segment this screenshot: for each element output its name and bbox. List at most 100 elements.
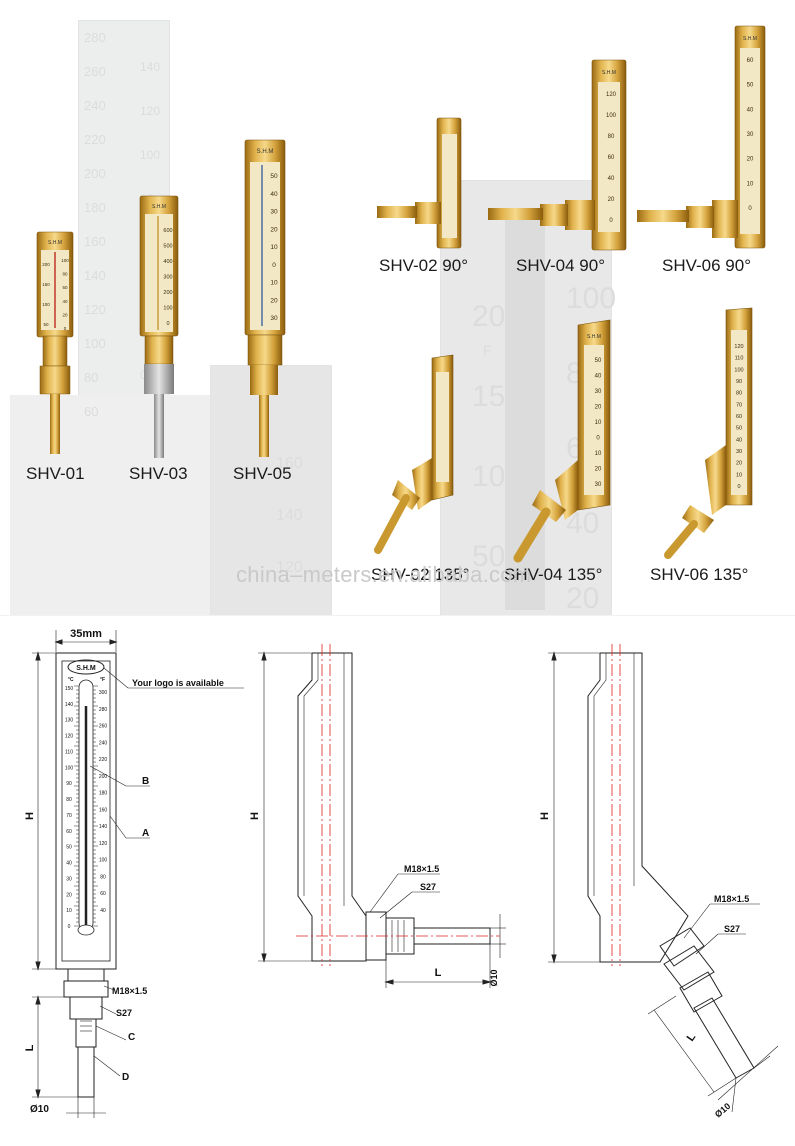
- side-view-135-centerlines: [611, 644, 621, 966]
- scale-label: 30: [747, 132, 754, 138]
- logo-note: Your logo is available: [132, 678, 224, 688]
- scale-label: 20: [736, 461, 742, 467]
- scale-label: 0: [737, 484, 740, 490]
- unit-fahrenheit: °F: [100, 677, 105, 683]
- thermometer-shv03: [139, 195, 179, 458]
- ghost-scale-label: 140: [140, 60, 161, 74]
- scale-label: 150: [42, 282, 50, 287]
- badge-shv04: S.H.M: [602, 70, 616, 76]
- scale-label: 200: [42, 262, 50, 267]
- ghost-scale-label: 150: [472, 380, 523, 413]
- scale-label: 50: [270, 173, 278, 180]
- callout-d: D: [122, 1072, 129, 1083]
- front-scale-label: 50: [66, 845, 72, 851]
- scale-label: 80: [608, 134, 615, 140]
- thermometer-shv04-135: [513, 319, 611, 563]
- scale-label: 10: [270, 244, 278, 251]
- scale-label: 120: [606, 92, 617, 98]
- scale-label: 110: [735, 356, 744, 362]
- height-label-front: H: [24, 812, 36, 820]
- caption-shv03: SHV-03: [129, 464, 188, 483]
- unit-celsius: °C: [68, 677, 74, 683]
- hex-label-front: S27: [116, 1008, 132, 1018]
- ghost-thermometer-mid: [210, 365, 332, 615]
- length-label-front: L: [24, 1044, 36, 1051]
- front-scale-label: 80: [66, 797, 72, 803]
- caption-shv06-90: SHV-06 90°: [662, 256, 752, 275]
- thread-label-90: M18×1.5: [404, 864, 439, 874]
- section-divider: [0, 615, 795, 616]
- ghost-scale-label: 120: [140, 104, 161, 118]
- scale-label: 40: [595, 374, 602, 380]
- scale-label: 50: [595, 358, 602, 364]
- thread-label-front: M18×1.5: [112, 986, 147, 996]
- front-scale-label: 240: [99, 740, 108, 746]
- scale-label: 100: [606, 113, 617, 119]
- front-scale-label: 120: [99, 841, 108, 847]
- diameter-label-front: Ø10: [30, 1104, 49, 1115]
- front-scale-label: 10: [66, 908, 72, 914]
- width-dimension-label: 35mm: [70, 628, 102, 640]
- thermometer-shv04-90: [488, 59, 627, 251]
- thermometer-shv05: [244, 139, 286, 457]
- ghost-scale-label: 100: [140, 148, 161, 162]
- scale-label: 40: [736, 437, 742, 443]
- ghost-scale-label: 280: [84, 30, 106, 45]
- hex-label-90: S27: [420, 882, 436, 892]
- side-view-135: [548, 651, 779, 1113]
- ghost-scale-label: 120: [84, 302, 106, 317]
- scale-label: 20: [747, 157, 754, 163]
- technical-drawing: 1501401301201101009080706050403020100300…: [24, 628, 779, 1120]
- scale-label: 50: [43, 322, 49, 327]
- scale-label: 60: [736, 414, 742, 420]
- ghost-scale-label: 60: [84, 404, 99, 419]
- thermometer-shv02-90: [377, 117, 462, 249]
- front-scale-label: 180: [99, 791, 108, 797]
- length-label-90: L: [435, 967, 442, 979]
- scale-label: 0: [609, 218, 613, 224]
- front-scale-label: 110: [65, 749, 73, 755]
- scale-label: 30: [595, 389, 602, 395]
- front-scale-label: 140: [65, 702, 74, 708]
- front-scale-label: 40: [66, 861, 72, 867]
- product-thermometers: S.H.M S.H.M S.H.M S.H.M S.H.M S.H.M 2001…: [36, 25, 766, 563]
- callout-c: C: [128, 1032, 135, 1043]
- caption-shv04-135: SHV-04 135°: [504, 565, 603, 584]
- scale-label: 600: [163, 228, 172, 234]
- scale-label: 100: [163, 306, 172, 312]
- scale-label: 0: [748, 206, 752, 212]
- front-scale-label: 200: [99, 774, 108, 780]
- badge-shv06: S.H.M: [743, 36, 757, 42]
- ghost-scale-label: 180: [84, 200, 106, 215]
- watermark: china–meters.en.alibaba.com: [236, 562, 532, 587]
- scale-label: 30: [270, 209, 278, 216]
- front-scale-label: 260: [99, 724, 108, 730]
- front-scale-label: 120: [65, 734, 74, 740]
- thermometer-shv01: [36, 231, 74, 454]
- scale-label: 0: [64, 326, 67, 331]
- product-scales: 2001501005010080604020060050040030020010…: [42, 58, 754, 490]
- scale-label: 20: [270, 226, 278, 233]
- ghost-scale-label: 100: [472, 460, 523, 493]
- front-scale-label: 20: [66, 892, 72, 898]
- scale-label: 100: [61, 258, 69, 263]
- front-scale-label: 30: [66, 876, 72, 882]
- front-scale-label: 60: [100, 891, 106, 897]
- ghost-scale-label: 100: [566, 282, 617, 315]
- caption-shv02-90: SHV-02 90°: [379, 256, 469, 275]
- scale-label: 20: [595, 467, 602, 473]
- front-scale-label: 100: [99, 858, 108, 864]
- side-view-90-centerlines: [296, 644, 500, 966]
- ghost-scale-label: 200: [84, 166, 106, 181]
- height-label-135: H: [539, 812, 551, 820]
- caption-shv06-135: SHV-06 135°: [650, 565, 749, 584]
- scale-label: 80: [736, 391, 742, 397]
- ghost-scale-label: 20: [566, 582, 600, 615]
- front-view: [32, 630, 244, 1118]
- badge-shv05: S.H.M: [257, 149, 274, 155]
- scale-label: 200: [163, 290, 172, 296]
- front-scale-label: 40: [100, 908, 106, 914]
- scale-label: 60: [747, 58, 754, 64]
- scale-label: 10: [270, 280, 278, 287]
- badge-shv04-135: S.H.M: [587, 334, 601, 340]
